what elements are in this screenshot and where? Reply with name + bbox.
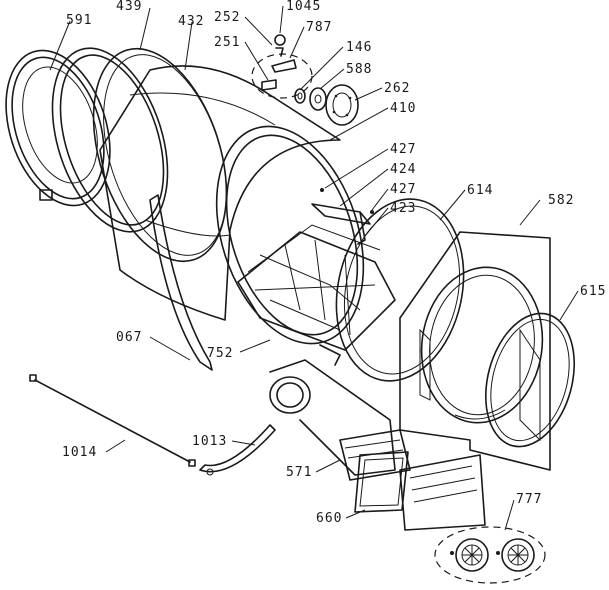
callout-660: 660 [316, 511, 342, 526]
callout-410: 410 [390, 101, 416, 116]
part-146-bearing [294, 88, 306, 104]
callout-067: 067 [116, 330, 142, 345]
part-615-ring [484, 312, 576, 448]
callout-labels: 591 439 432 252 1045 787 251 146 588 262… [62, 0, 606, 526]
part-427-clips [320, 188, 374, 214]
callout-251: 251 [214, 35, 240, 50]
part-571-duct [269, 359, 411, 481]
callout-146: 146 [346, 40, 372, 55]
part-067-belt [149, 194, 213, 371]
callout-777: 777 [516, 492, 542, 507]
part-410-drum [99, 65, 365, 345]
leader-lines [49, 5, 579, 531]
callout-1045: 1045 [286, 0, 321, 14]
part-588-washer [309, 87, 327, 111]
callout-582: 582 [548, 193, 574, 208]
callout-424: 424 [390, 162, 416, 177]
part-614-seal [335, 198, 465, 382]
callout-432: 432 [178, 14, 204, 29]
callout-588: 588 [346, 62, 372, 77]
callout-752: 752 [207, 346, 233, 361]
callout-571: 571 [286, 465, 312, 480]
callout-614: 614 [467, 183, 493, 198]
part-582-front-panel [399, 231, 551, 471]
part-262-flange [325, 84, 359, 126]
callout-615: 615 [580, 284, 606, 299]
callout-787: 787 [306, 20, 332, 35]
callout-427-a: 427 [390, 142, 416, 157]
part-1014-rod [29, 374, 196, 467]
part-hardware-group [251, 34, 313, 99]
part-660-filter [354, 451, 486, 531]
part-1013-strap [199, 424, 276, 476]
callout-439: 439 [116, 0, 142, 14]
callout-262: 262 [384, 81, 410, 96]
callout-1013: 1013 [192, 434, 227, 449]
callout-252: 252 [214, 10, 240, 25]
callout-591: 591 [66, 13, 92, 28]
part-752-rack [237, 224, 396, 366]
callout-423: 423 [390, 201, 416, 216]
part-777-feet [434, 526, 546, 584]
callout-1014: 1014 [62, 445, 97, 460]
part-432-drum-back [92, 47, 228, 263]
callout-427-b: 427 [390, 182, 416, 197]
